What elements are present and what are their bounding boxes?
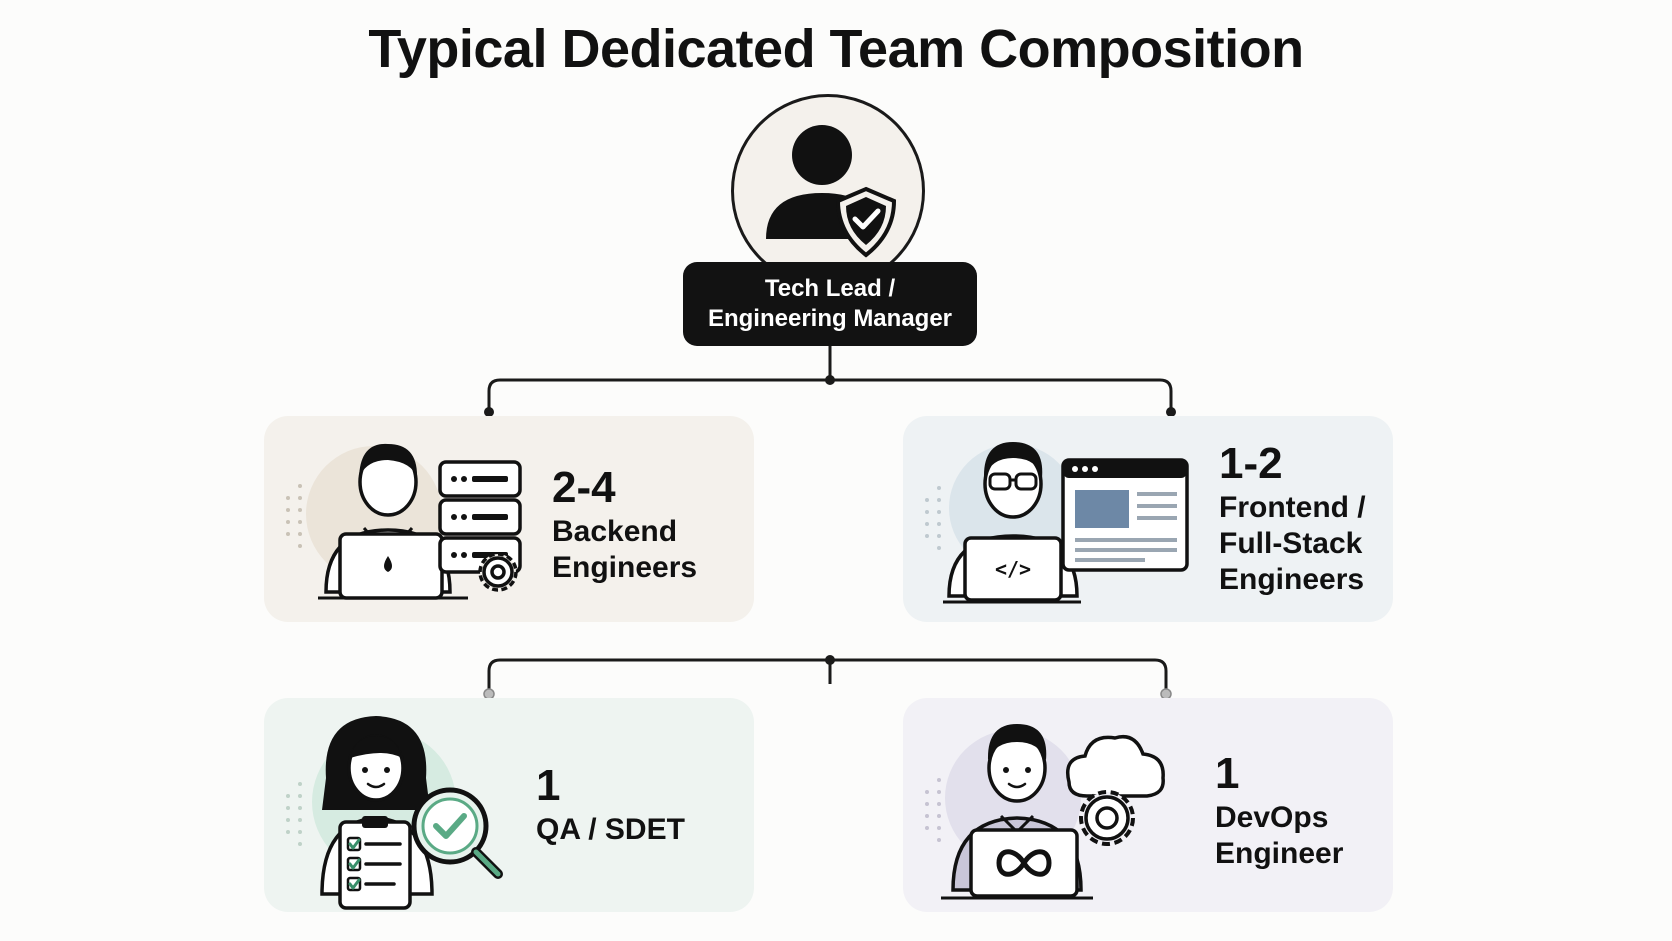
devops-cloud-gear-icon (925, 724, 1165, 900)
frontend-engineers-count: 1-2 (1219, 439, 1283, 488)
frontend-engineers-role-line3: Engineers (1219, 563, 1365, 596)
backend-engineers-card: 2-4 Backend Engineers (264, 416, 754, 622)
connector-node (484, 407, 494, 417)
connector-node (825, 375, 835, 385)
tech-lead-title-line1: Tech Lead / (764, 275, 896, 302)
frontend-engineers-role-line2: Full-Stack (1219, 527, 1363, 560)
gear-icon (1079, 790, 1135, 846)
devops-engineer-count: 1 (1215, 749, 1240, 798)
qa-sdet-role-line1: QA / SDET (536, 813, 685, 846)
frontend-engineers-role-line1: Frontend / (1219, 491, 1366, 524)
diagram-title: Typical Dedicated Team Composition (368, 19, 1304, 79)
tech-lead-title-line2: Engineering Manager (707, 305, 953, 332)
gear-icon (478, 552, 518, 592)
backend-engineers-role-line1: Backend (552, 515, 678, 548)
qa-checklist-magnifier-icon (286, 716, 503, 910)
qa-sdet-card: 1 QA / SDET (264, 698, 754, 912)
connector-node (1166, 407, 1176, 417)
row1-to-row2-connector (487, 658, 1168, 690)
svg-text:</>: </> (995, 557, 1031, 581)
connector-node (825, 655, 835, 665)
qa-sdet-count: 1 (536, 761, 561, 810)
devops-engineer-role-line1: DevOps (1215, 801, 1329, 834)
lead-to-row1-connector (487, 346, 1173, 410)
backend-engineers-role-line2: Engineers (552, 551, 698, 584)
frontend-engineers-card: </> 1-2 Frontend / Full-Stack Engineers (903, 416, 1393, 622)
user-shield-icon (766, 125, 897, 258)
tech-lead-label: Tech Lead / Engineering Manager (683, 262, 977, 346)
backend-engineers-count: 2-4 (552, 463, 616, 512)
frontend-engineer-browser-icon: </> (925, 442, 1189, 604)
backend-engineer-server-icon (286, 443, 522, 600)
devops-engineer-role-line2: Engineer (1215, 837, 1344, 870)
devops-engineer-card: 1 DevOps Engineer (903, 698, 1393, 912)
tech-lead-avatar (731, 94, 925, 288)
